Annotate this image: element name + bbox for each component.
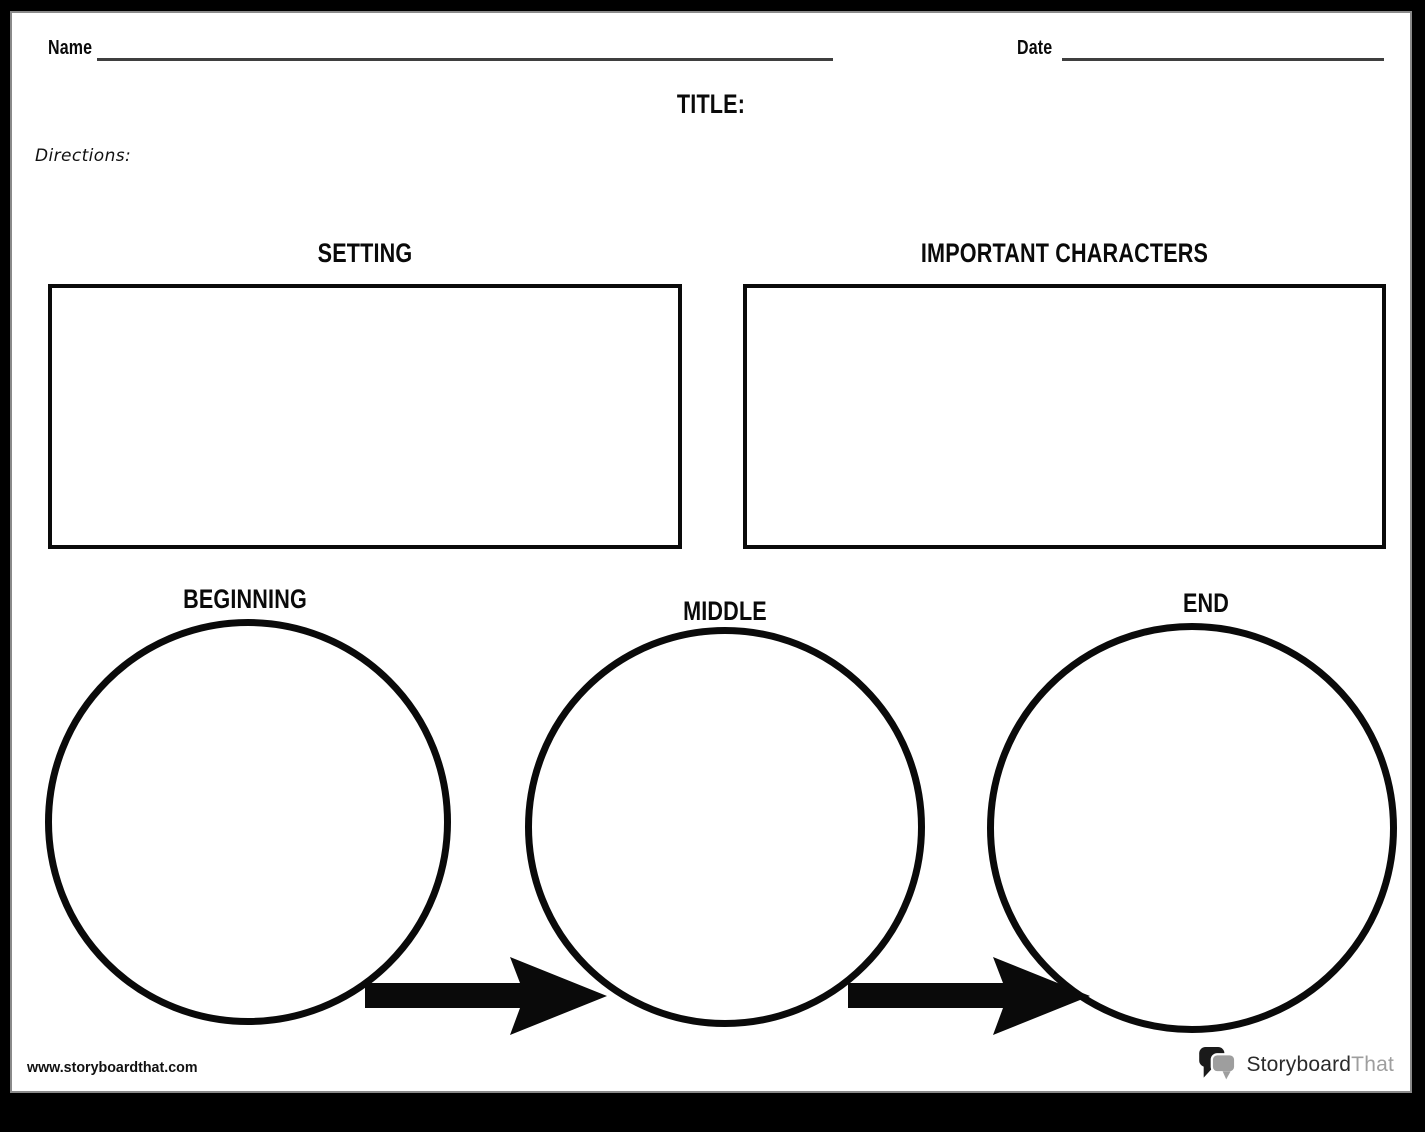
logo-text-secondary: That — [1351, 1053, 1394, 1076]
setting-box[interactable] — [48, 284, 682, 549]
title-label: TITLE: — [676, 89, 746, 119]
characters-header: IMPORTANT CHARACTERS — [920, 238, 1209, 268]
date-label: Date — [1017, 37, 1053, 59]
end-circle[interactable] — [987, 623, 1397, 1033]
beginning-header: BEGINNING — [183, 584, 307, 614]
arrow-beginning-to-middle-icon — [365, 957, 607, 1035]
name-blank-line[interactable] — [97, 58, 833, 61]
logo-text: StoryboardThat — [1246, 1053, 1394, 1077]
middle-header: MIDDLE — [683, 596, 767, 626]
characters-box[interactable] — [743, 284, 1386, 549]
directions-label: Directions: — [35, 146, 132, 166]
middle-circle[interactable] — [525, 627, 925, 1027]
storyboardthat-logo: StoryboardThat — [1199, 1047, 1394, 1083]
beginning-circle[interactable] — [45, 619, 451, 1025]
website-url: www.storyboardthat.com — [27, 1059, 198, 1076]
speech-bubbles-icon — [1199, 1047, 1237, 1080]
worksheet-page: Name Date TITLE: Directions: SETTING IMP… — [10, 11, 1412, 1093]
logo-text-primary: Storyboard — [1246, 1053, 1352, 1076]
name-label: Name — [48, 37, 93, 59]
end-header: END — [1182, 588, 1230, 618]
setting-header: SETTING — [317, 238, 413, 268]
date-blank-line[interactable] — [1062, 58, 1384, 61]
